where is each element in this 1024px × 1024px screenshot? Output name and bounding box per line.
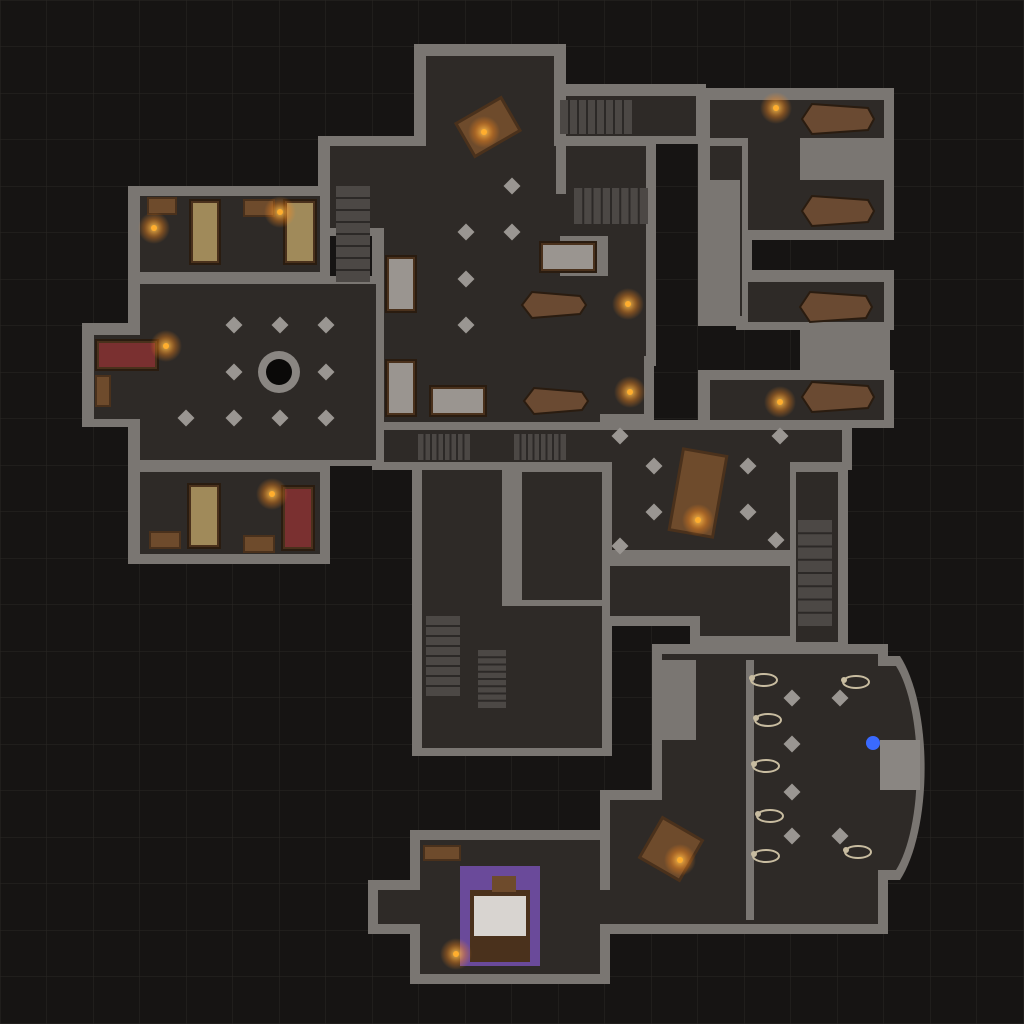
coffin bbox=[798, 290, 874, 324]
bed-blanket bbox=[389, 363, 413, 413]
coffin bbox=[800, 194, 876, 228]
candle bbox=[677, 857, 683, 863]
bed-blanket bbox=[99, 343, 155, 367]
candle bbox=[453, 951, 459, 957]
chest bbox=[149, 531, 181, 549]
coffin bbox=[800, 380, 876, 414]
pillar bbox=[611, 427, 629, 445]
altar-statue bbox=[880, 740, 920, 790]
candle bbox=[625, 301, 631, 307]
pillar bbox=[783, 783, 801, 801]
bed-blanket bbox=[285, 489, 311, 547]
pillar bbox=[457, 223, 475, 241]
pillar bbox=[783, 689, 801, 707]
pillar bbox=[457, 270, 475, 288]
candle bbox=[777, 399, 783, 405]
pillar bbox=[317, 363, 335, 381]
pillar bbox=[317, 409, 335, 427]
pillar bbox=[645, 457, 663, 475]
pillar bbox=[271, 316, 289, 334]
bed-chest bbox=[492, 876, 516, 892]
pillar bbox=[783, 827, 801, 845]
pillar bbox=[645, 503, 663, 521]
pillar bbox=[177, 409, 195, 427]
grand-bed-pillow bbox=[474, 896, 526, 936]
pillar bbox=[831, 827, 849, 845]
chest bbox=[243, 535, 275, 553]
pillar bbox=[317, 316, 335, 334]
bed-blanket bbox=[191, 487, 217, 545]
candle bbox=[151, 225, 157, 231]
pillar bbox=[503, 177, 521, 195]
bed-blanket bbox=[389, 259, 413, 309]
coffin bbox=[800, 102, 876, 136]
pillar bbox=[831, 689, 849, 707]
coffin bbox=[522, 386, 590, 416]
skeleton-skull bbox=[751, 761, 757, 767]
candle bbox=[277, 209, 283, 215]
pillar bbox=[739, 503, 757, 521]
skeleton-skull bbox=[755, 811, 761, 817]
skeleton-skull bbox=[749, 675, 755, 681]
candle bbox=[627, 389, 633, 395]
skeleton-skull bbox=[843, 847, 849, 853]
well-shaft bbox=[266, 359, 292, 385]
pillar bbox=[783, 735, 801, 753]
pillar bbox=[271, 409, 289, 427]
bed-blanket bbox=[193, 203, 217, 261]
skeleton-skull bbox=[751, 851, 757, 857]
pillar bbox=[611, 537, 629, 555]
pillar bbox=[503, 223, 521, 241]
candle bbox=[481, 129, 487, 135]
skeleton-skull bbox=[841, 677, 847, 683]
pillar bbox=[457, 316, 475, 334]
candle bbox=[773, 105, 779, 111]
glowing-orb bbox=[866, 736, 880, 750]
pillar bbox=[739, 457, 757, 475]
pillar bbox=[771, 427, 789, 445]
chest bbox=[147, 197, 177, 215]
candle bbox=[163, 343, 169, 349]
coffin bbox=[520, 290, 588, 320]
candle bbox=[695, 517, 701, 523]
pillar bbox=[225, 363, 243, 381]
chest bbox=[423, 845, 461, 861]
pillar bbox=[225, 409, 243, 427]
skeleton-skull bbox=[753, 715, 759, 721]
bed-blanket bbox=[543, 245, 593, 269]
pillar bbox=[225, 316, 243, 334]
candle bbox=[269, 491, 275, 497]
pillar bbox=[767, 531, 785, 549]
bed-blanket bbox=[433, 389, 483, 413]
chest bbox=[95, 375, 111, 407]
